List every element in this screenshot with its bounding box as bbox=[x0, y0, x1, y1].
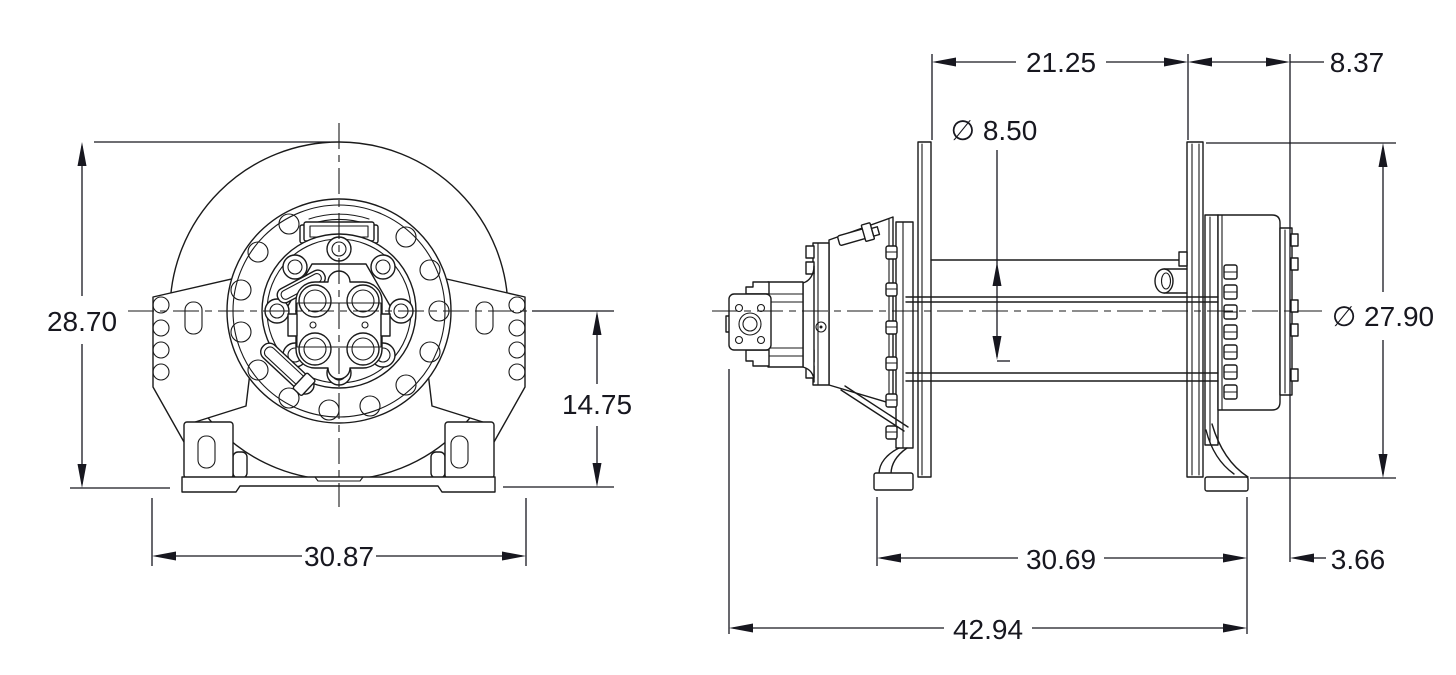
dimensions: 28.70 14.75 30.87 bbox=[47, 47, 1434, 645]
drum-closure-strip bbox=[885, 221, 914, 449]
dim-center-to-base-label: 14.75 bbox=[562, 389, 632, 420]
dim-center-to-base bbox=[503, 310, 614, 488]
grease-fitting bbox=[837, 222, 881, 246]
dim-brake-end-width-label: 8.37 bbox=[1330, 47, 1385, 78]
dim-overall-height-label: 28.70 bbox=[47, 306, 117, 337]
coupling-bolts bbox=[298, 284, 380, 366]
cable-anchor-pin bbox=[1154, 268, 1188, 294]
tie-plates bbox=[905, 296, 1219, 382]
dim-overall-length-label: 42.94 bbox=[953, 614, 1023, 645]
dim-drum-width-label: 21.25 bbox=[1026, 47, 1096, 78]
motor-port bbox=[738, 312, 762, 336]
dim-barrel-dia bbox=[992, 150, 1010, 362]
dim-barrel-dia-label: ∅ 8.50 bbox=[951, 115, 1038, 146]
side-feet bbox=[840, 385, 1249, 492]
dim-frame-length-label: 30.69 bbox=[1026, 544, 1096, 575]
motor-mount-strip bbox=[805, 242, 830, 386]
right-tab bbox=[380, 313, 391, 337]
lower-strap bbox=[260, 342, 316, 396]
brake-bolt-circle bbox=[1223, 264, 1238, 400]
dim-brake-overhang-label: 3.66 bbox=[1331, 544, 1386, 575]
side-view bbox=[712, 141, 1322, 492]
dim-frame-length bbox=[876, 497, 1247, 566]
dim-base-width-label: 30.87 bbox=[304, 541, 374, 572]
dim-flange-dia bbox=[1206, 142, 1396, 479]
left-plate-holes bbox=[152, 296, 203, 381]
dim-drum-width bbox=[931, 54, 1291, 562]
right-drum-flange bbox=[1186, 141, 1204, 478]
left-drum-flange bbox=[917, 141, 932, 478]
dim-overall-height bbox=[70, 141, 330, 489]
dim-brake-end-width bbox=[1188, 57, 1324, 67]
left-tab bbox=[287, 313, 298, 337]
brake-housing bbox=[1204, 214, 1299, 446]
front-view bbox=[128, 123, 528, 507]
hydraulic-motor bbox=[725, 265, 815, 383]
right-plate-holes bbox=[475, 296, 526, 381]
dim-base-width bbox=[151, 498, 527, 566]
dim-overall-length bbox=[728, 369, 1248, 634]
flange-bolt bbox=[1178, 251, 1188, 267]
dim-brake-overhang bbox=[1290, 553, 1326, 563]
dim-flange-dia-label: ∅ 27.90 bbox=[1332, 301, 1434, 332]
